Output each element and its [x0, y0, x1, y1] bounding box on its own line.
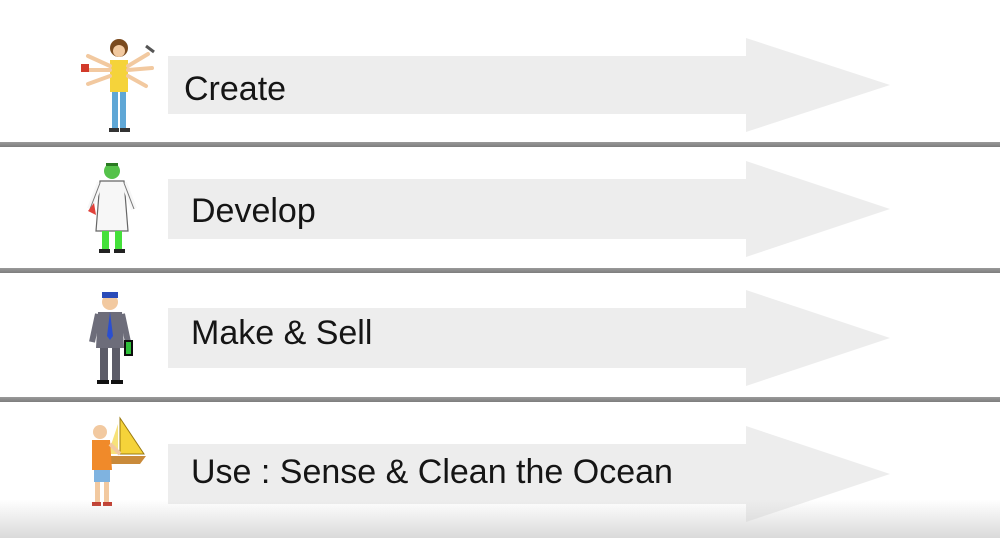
stage-arrow: [168, 426, 890, 522]
stage-arrow: [168, 161, 890, 257]
businessman-figure-icon: [84, 290, 140, 390]
stage-row-create: Create: [0, 0, 1000, 143]
stage-arrow: [168, 38, 890, 132]
stage-label: Use : Sense & Clean the Ocean: [191, 453, 673, 491]
inventor-figure-icon: [74, 36, 156, 136]
row-divider: [0, 142, 1000, 147]
row-divider: [0, 397, 1000, 402]
row-divider: [0, 268, 1000, 273]
scientist-figure-icon: [82, 159, 142, 259]
bottom-shadow: [0, 500, 1000, 538]
sailor-figure-icon: [86, 410, 152, 514]
stage-row-make-sell: Make & Sell: [0, 272, 1000, 398]
stage-label: Develop: [191, 192, 316, 230]
stage-label: Create: [184, 70, 287, 108]
stage-row-use: Use : Sense & Clean the Ocean: [0, 402, 1000, 538]
stage-row-develop: Develop: [0, 147, 1000, 268]
stage-arrow: [168, 290, 890, 386]
stage-label: Make & Sell: [191, 314, 373, 352]
